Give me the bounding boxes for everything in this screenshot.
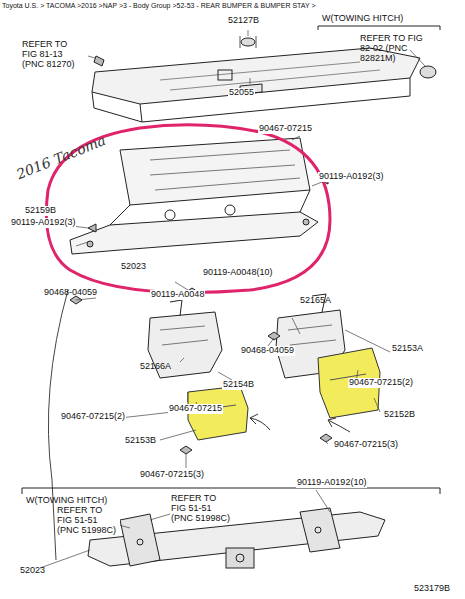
stay-ribs (150, 150, 300, 190)
callout-number: 90119-A0192(10) (296, 478, 367, 488)
callout-number: 90119-A0192(3) (318, 172, 384, 182)
callout-number: 52055 (228, 88, 255, 98)
callout-number: 90467-07215(3) (334, 440, 398, 450)
bracket-ribs (288, 325, 336, 345)
callout-number: 90467-07215(2) (348, 378, 414, 388)
callout-number: 90468-04059 (44, 288, 97, 298)
hitch-hole (137, 539, 143, 545)
stay-arms (110, 190, 310, 225)
plug-52127B (241, 38, 255, 46)
bracket-ribs (200, 374, 366, 410)
bolt (94, 56, 104, 66)
hitch-side (120, 514, 160, 566)
callout-number: 52023 (20, 566, 45, 576)
callout-number: 52152B (384, 410, 415, 420)
callout-number: W(TOWING HITCH) (26, 496, 107, 506)
step-bumper-face (140, 78, 410, 122)
callout-number: W(TOWING HITCH) (322, 14, 403, 24)
callout-number: 52153B (124, 436, 157, 446)
callout-number: 52154B (222, 380, 255, 390)
bolt (180, 446, 192, 454)
callout-number: REFER TO FIG 51-51 (PNC 51998C) (170, 494, 234, 524)
nut (268, 332, 280, 340)
nut (88, 224, 96, 232)
bolt (303, 219, 309, 225)
callout-number: 90467-07215 (168, 404, 223, 414)
callout-number: 90467-07215(2) (60, 412, 126, 422)
callout-number: 523179B (414, 584, 450, 594)
bracket-ribs (160, 326, 208, 345)
step-tread (160, 62, 380, 90)
drawing-stroke (22, 26, 440, 568)
bumper-stay-plate (120, 138, 310, 205)
stay-beam (70, 212, 318, 254)
stay-hole (225, 205, 235, 215)
hitch-beam (88, 512, 385, 566)
callout-number: 90119-A0048(10) (202, 268, 273, 278)
hitch-side (300, 508, 340, 552)
callout-number: 52166A (140, 362, 171, 372)
bolt (320, 434, 332, 442)
callout-number: 90467-07215(3) (140, 470, 204, 480)
step-bumper-end (92, 92, 142, 122)
receiver-hole (236, 554, 244, 562)
hitch-hole (315, 527, 321, 533)
license-lamp-hole (218, 70, 232, 80)
plug-sides (240, 36, 256, 48)
callout-number: 90467-07215 (258, 124, 313, 134)
callout-number: 52127B (228, 16, 259, 26)
leader-line (40, 30, 425, 568)
callout-number: 90468-04059 (240, 346, 295, 356)
callout-number: 52153A (392, 344, 423, 354)
stay-hole (165, 210, 175, 220)
clip-52166A (170, 300, 182, 316)
hitch-cover (420, 66, 436, 78)
handwritten-note: 2016 Tacoma (15, 133, 108, 183)
breadcrumb: Toyota U.S. > TACOMA >2016 >NAP >3 - Bod… (2, 2, 316, 10)
region-bracket (318, 26, 440, 30)
callout-number: 52023 (120, 262, 147, 272)
callout-number: 90119-A0048 (150, 290, 205, 300)
callout-number: REFER TO FIG 81-13 (PNC 81270) (22, 40, 84, 70)
receiver-tube (226, 548, 254, 568)
callout-number: REFER TO FIG 51-51 (PNC 51998C) (56, 506, 120, 536)
callout-number: 90119-A0192(3) (10, 218, 76, 228)
callout-number: REFER TO FIG 82-02 (PNC 82821M) (360, 34, 426, 64)
hand-arrow (328, 418, 350, 432)
hand-arrow (250, 414, 270, 430)
callout-number: 52165A (300, 296, 331, 306)
callout-number: 52159B (24, 206, 57, 216)
